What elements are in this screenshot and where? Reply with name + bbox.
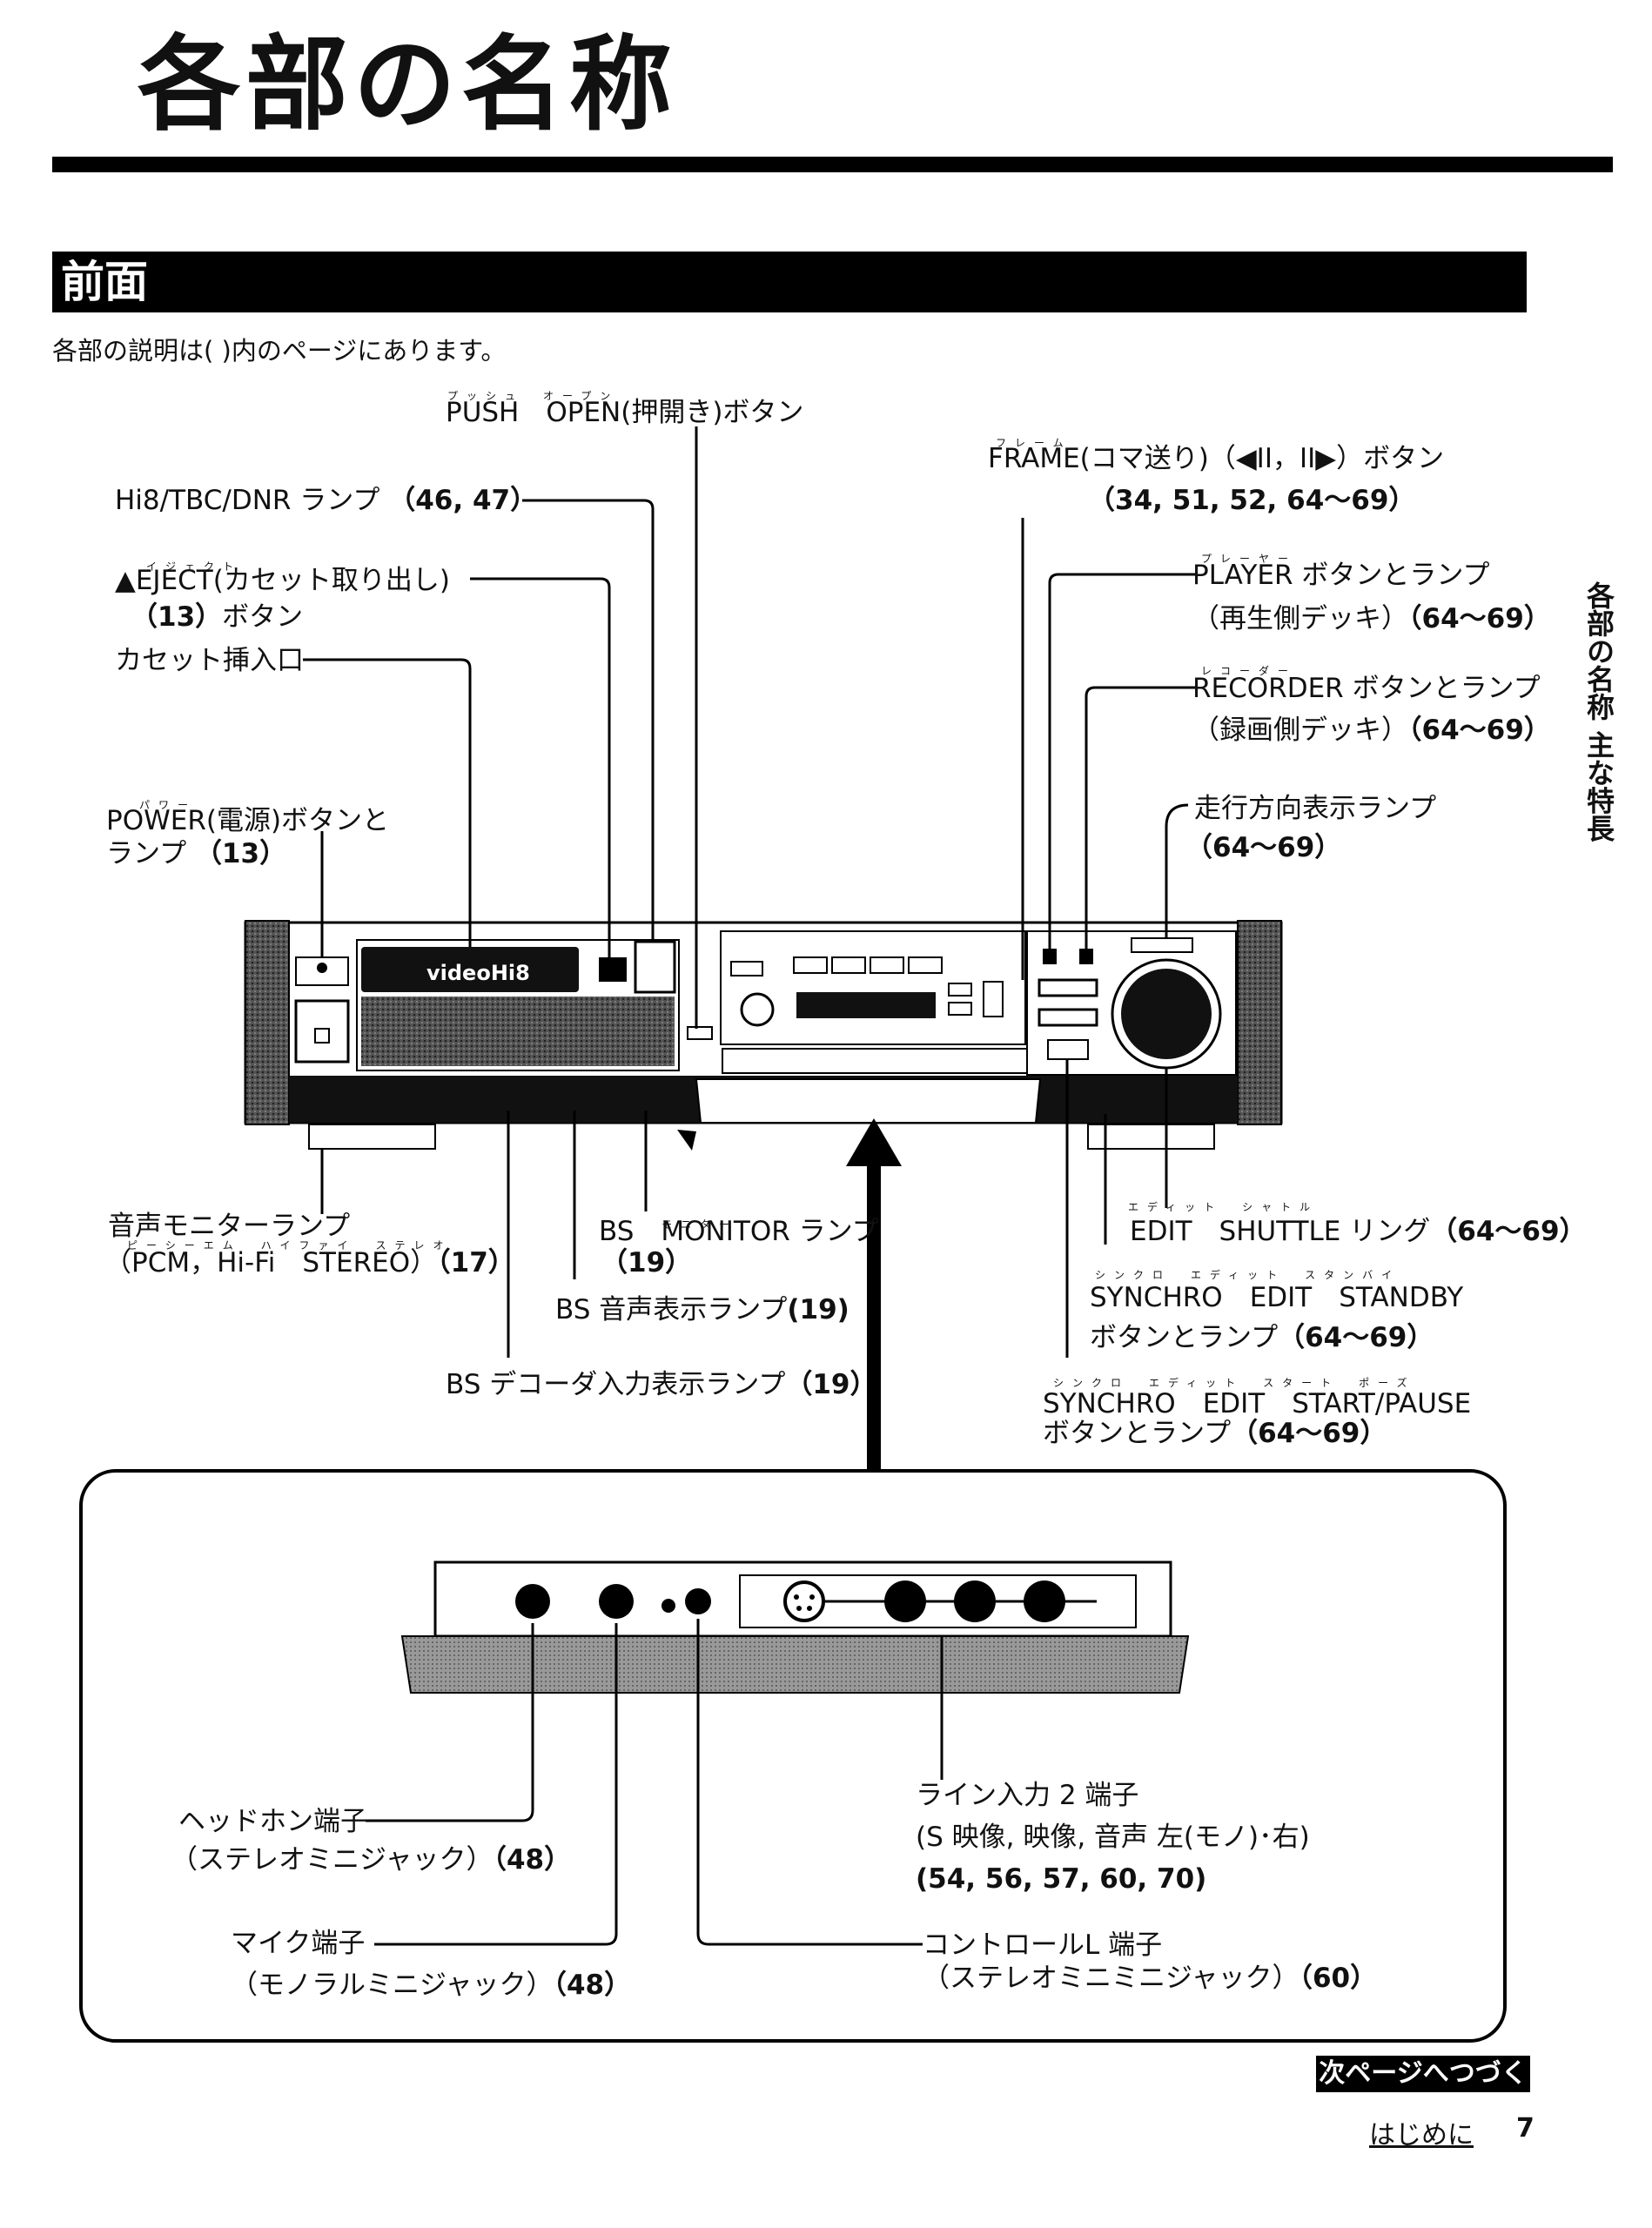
big-arrow-icon: [846, 1118, 902, 1471]
synchro-standby-label: SYNCHRO EDIT STANDBY: [1090, 1282, 1464, 1313]
section-title: 前面: [61, 257, 148, 307]
edit-shuttle-label: EDIT SHUTTLE リング（64〜69）: [1130, 1216, 1587, 1247]
control-l-label-line2: （ステレオミニミニジャック）（60）: [923, 1963, 1378, 1994]
frame-label: FRAME(コマ送り)（◀II，II▶）ボタン: [988, 443, 1445, 474]
synchro-standby-ruby: シンクロ エディット スタンバイ: [1095, 1269, 1401, 1281]
bs-decoder-label: BS デコーダ入力表示ランプ（19）: [446, 1369, 877, 1400]
recorder-ruby: レコーダー: [1201, 665, 1298, 677]
front-jack-panel: [400, 1560, 1190, 1694]
mic-label-line2: （モノラルミニジャック）（48）: [231, 1970, 632, 2001]
push-open-label: PUSH OPEN(押開き)ボタン: [446, 397, 804, 428]
player-label-line2: （再生側デッキ）（64〜69）: [1192, 603, 1551, 634]
recorder-label-line2: （録画側デッキ）（64〜69）: [1192, 715, 1551, 746]
eject-icon: ▲: [115, 565, 136, 596]
eject-label-line2: （13）ボタン: [131, 601, 304, 633]
intro-text: 各部の説明は( )内のページにあります。: [52, 336, 507, 366]
direction-lamp-pages: （64〜69）: [1185, 832, 1342, 863]
bs-audio-label: BS 音声表示ランプ(19): [555, 1294, 850, 1325]
mic-label: マイク端子: [231, 1928, 366, 1959]
next-page-badge[interactable]: 次ページへつづく: [1316, 2056, 1530, 2092]
synchro-start-label: SYNCHRO EDIT START/PAUSE: [1043, 1388, 1472, 1419]
audio-monitor-ruby: ピーシーエム ハイファイ ステレオ: [127, 1239, 453, 1252]
small-arrow-icon: [677, 1130, 696, 1151]
line-in-pages: (54, 56, 57, 60, 70): [916, 1863, 1207, 1895]
frame-pages: （34, 51, 52, 64〜69）: [1088, 485, 1416, 516]
synchro-start-label-line2: ボタンとランプ（64〜69）: [1043, 1418, 1387, 1449]
bs-monitor-pages: （19）: [601, 1247, 693, 1278]
audio-monitor-label: 音声モニターランプ: [108, 1211, 351, 1242]
eject-label: ▲EJECT(カセット取り出し): [115, 565, 450, 596]
side-tab[interactable]: 各部の名称 主な特長: [1582, 581, 1615, 842]
power-label-line2: ランプ （13）: [106, 838, 287, 869]
push-open-ruby: プッシュ オープン: [447, 390, 620, 402]
line-in-label-line2: (S 映像, 映像, 音声 左(モノ)･右): [916, 1822, 1310, 1853]
page-number: 7: [1516, 2113, 1534, 2144]
mic-jack: [599, 1584, 634, 1619]
bs-monitor-label: BS MONITOR ランプ: [599, 1216, 879, 1247]
synchro-start-ruby: シンクロ エディット スタート ポーズ: [1053, 1377, 1416, 1389]
hi8-lamp-label: Hi8/TBC/DNR ランプ （46, 47）: [115, 485, 538, 516]
control-l-label: コントロールL 端子: [923, 1929, 1163, 1961]
video-hi8-logo: videoHi8: [426, 961, 530, 985]
edit-shuttle-ruby: エディット シャトル: [1128, 1201, 1320, 1213]
recorder-label: RECORDER ボタンとランプ: [1192, 673, 1541, 704]
line-in-label: ライン入力 2 端子: [916, 1780, 1139, 1811]
audio-monitor-label-line2: （PCM，Hi-Fi STEREO）（17）: [104, 1247, 515, 1278]
bs-monitor-ruby: モニター: [661, 1218, 739, 1231]
synchro-standby-label-line2: ボタンとランプ（64〜69）: [1090, 1322, 1434, 1353]
headphone-label: ヘッドホン端子: [178, 1806, 367, 1837]
power-ruby: パワー: [139, 799, 198, 811]
vcr-front-panel: videoHi8: [244, 920, 1283, 1150]
control-l-jack: [685, 1588, 711, 1614]
player-label: PLAYER ボタンとランプ: [1192, 560, 1490, 591]
s-video-jack: [783, 1580, 825, 1622]
power-label: POWER(電源)ボタンと: [106, 805, 390, 836]
headphone-label-line2: （ステレオミニジャック）（48）: [171, 1844, 572, 1876]
section-bar: [52, 252, 1527, 312]
leader-lines: [303, 426, 1197, 1358]
page-title: 各部の名称: [138, 24, 678, 144]
footer-section[interactable]: はじめに: [1369, 2120, 1474, 2151]
player-ruby: プレーヤー: [1201, 553, 1298, 565]
headphone-jack: [515, 1584, 550, 1619]
title-rule: [52, 157, 1613, 172]
front-jack-inset: [79, 1469, 1507, 2043]
cassette-slot-label: カセット挿入口: [115, 645, 304, 676]
eject-ruby: イジェクト: [146, 560, 243, 573]
direction-lamp-label: 走行方向表示ランプ: [1194, 793, 1437, 824]
frame-ruby: フレーム: [996, 437, 1072, 449]
